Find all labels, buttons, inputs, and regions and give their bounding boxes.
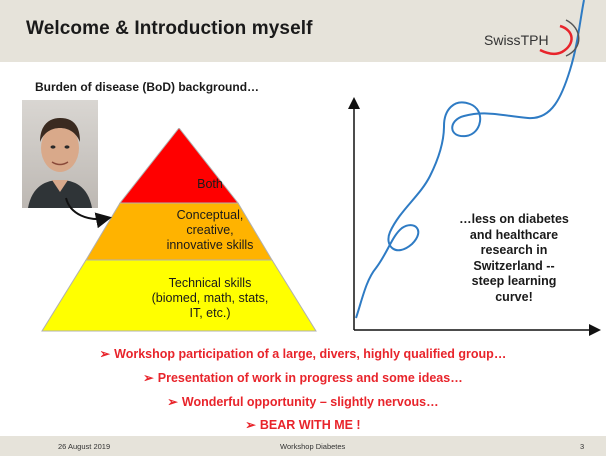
logo-suffix: TPH: [520, 32, 549, 48]
pyramid-bottom-label: Technical skills (biomed, math, stats, I…: [151, 276, 269, 320]
skills-pyramid: [41, 128, 317, 332]
footer-band: 26 August 2019 Workshop Diabetes 3: [0, 436, 606, 456]
learning-note: …less on diabetes and healthcare researc…: [459, 212, 569, 304]
portrait-image: [22, 100, 98, 208]
portrait-photo: [22, 100, 98, 208]
pyramid-middle-label: Conceptual, creative, innovative skills: [166, 208, 254, 252]
swiss-tph-swoosh-icon: [539, 24, 573, 55]
bullet-item: ➢Presentation of work in progress and so…: [143, 371, 463, 385]
bullet-item: ➢BEAR WITH ME !: [245, 418, 361, 432]
page-number: 3: [580, 442, 585, 451]
slide-title: Welcome & Introduction myself: [26, 18, 313, 39]
bullet-arrow-icon: ➢: [245, 418, 256, 432]
bullet-arrow-icon: ➢: [143, 371, 154, 385]
logo-text: SwissTPH: [484, 32, 549, 48]
footer-date: 26 August 2019: [58, 442, 111, 451]
header-band: Welcome & Introduction myself SwissTPH: [0, 0, 606, 62]
bullet-item: ➢Wonderful opportunity – slightly nervou…: [167, 395, 439, 409]
pointer-arrow-icon: [65, 197, 112, 229]
pyramid-top-label: Both: [197, 177, 223, 191]
pyramid-tier-bottom: [41, 259, 317, 332]
logo-name: Swiss: [484, 32, 521, 48]
subtitle: Burden of disease (BoD) background…: [35, 80, 260, 94]
swiss-tph-swoosh-outline: [565, 19, 580, 57]
learning-curve: [355, 0, 585, 319]
bullet-arrow-icon: ➢: [99, 347, 111, 361]
footer-title: Workshop Diabetes: [280, 442, 346, 451]
bullet-item: ➢Workshop participation of a large, dive…: [99, 347, 507, 361]
bullet-arrow-icon: ➢: [167, 395, 178, 409]
